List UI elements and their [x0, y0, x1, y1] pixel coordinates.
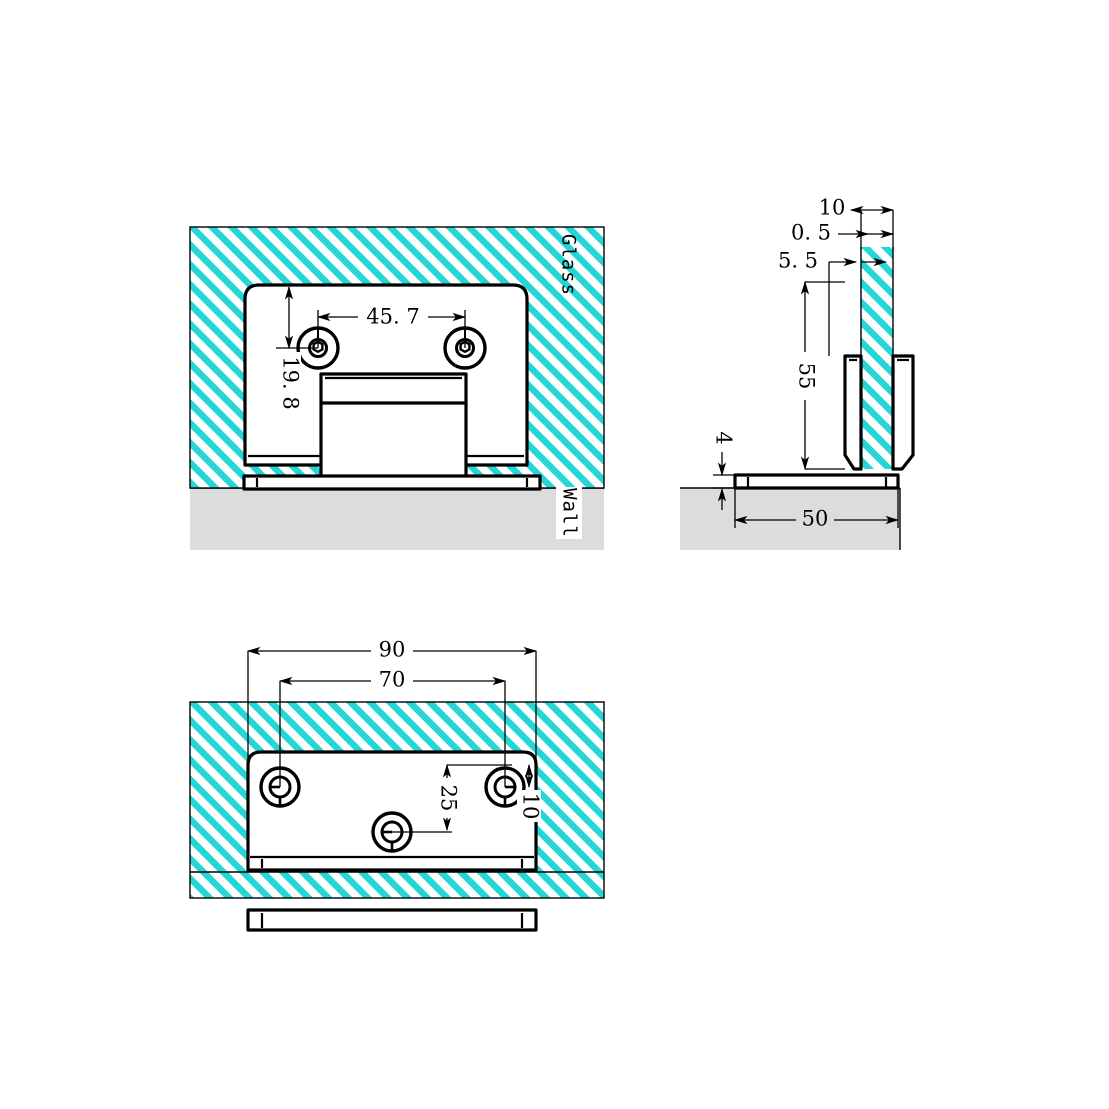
dimension-hole-spacing-front: 45. 7	[316, 305, 467, 348]
dimension-label-10-side: 10	[819, 196, 846, 220]
dimension-label-50-side: 50	[802, 507, 829, 531]
dimension-label-25-plan: 25	[437, 785, 461, 812]
side-base-plate	[733, 473, 900, 490]
dimension-label-90-plan: 90	[379, 638, 406, 662]
material-label-glass-front: Glass	[558, 234, 580, 296]
front-base-plate	[242, 474, 542, 491]
dimension-arm-height-side: 55	[793, 280, 845, 471]
dimension-label-70-plan: 70	[379, 668, 406, 692]
side-glass-region	[860, 247, 894, 469]
side-wall-region	[680, 487, 901, 550]
dimension-plate-depth-side: 50	[733, 488, 900, 532]
dimension-label-19-8: 19. 8	[279, 356, 303, 409]
dimension-gasket-gap-side: 0. 5	[787, 221, 895, 246]
dimension-hole-edge-front: 19. 8	[276, 285, 318, 414]
dimension-hole-spacing-plan: 70	[278, 668, 507, 787]
dimension-label-45-7: 45. 7	[366, 305, 419, 329]
plan-base-plate	[246, 908, 538, 932]
side-hinge-arm-right	[891, 354, 915, 471]
dimension-plate-thickness-side: 4	[710, 426, 740, 510]
dimension-arm-thickness-side: 10	[816, 196, 895, 250]
dimension-label-10-plan: 10	[519, 793, 543, 820]
dimension-label-0-5-side: 0. 5	[791, 221, 831, 245]
dimension-center-offset-plan: 25	[392, 763, 512, 833]
dimension-label-4-side: 4	[712, 431, 736, 444]
side-elevation-view: 10 0. 5 5. 5 55	[680, 196, 915, 550]
front-wall-region	[190, 487, 604, 550]
dimension-offset-side: 5. 5	[773, 249, 888, 356]
front-hinge-knuckle	[319, 372, 468, 479]
material-label-wall-front: Wall	[556, 487, 582, 539]
plan-bottom-view: 90 70 25 10	[189, 638, 605, 932]
glass-label-text: Glass	[558, 234, 580, 296]
wall-label-text: Wall	[559, 488, 581, 538]
front-elevation-view: 45. 7 19. 8 Glass Wall	[189, 226, 605, 550]
side-hinge-arm-left	[843, 354, 863, 471]
dimension-edge-offset-plan: 10	[517, 763, 543, 822]
dimension-label-5-5-side: 5. 5	[778, 249, 818, 273]
dimension-plate-width-plan: 90	[246, 638, 538, 765]
dimension-label-55-side: 55	[795, 363, 819, 390]
